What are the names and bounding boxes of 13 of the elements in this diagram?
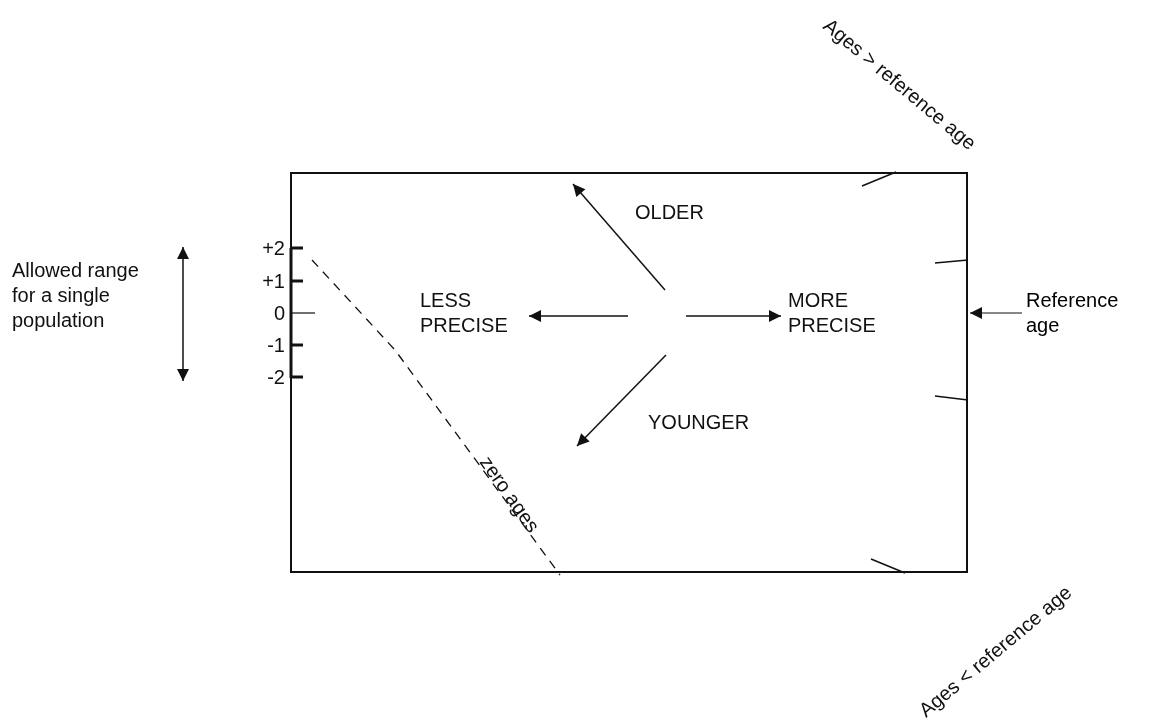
text-label: Allowed range for a single population xyxy=(12,258,140,333)
text-label: -2 xyxy=(266,365,285,389)
arrow xyxy=(969,307,1023,319)
text-label: +2 xyxy=(261,236,285,260)
callout-label: Reference age xyxy=(1026,288,1146,340)
plot-frame xyxy=(290,172,968,573)
text-label: YOUNGER xyxy=(648,410,751,434)
text-label: MORE PRECISE xyxy=(788,288,877,338)
text-label: OLDER xyxy=(635,200,705,224)
text-label: LESS PRECISE xyxy=(420,288,509,338)
text-label: +1 xyxy=(261,269,285,293)
text-label: -1 xyxy=(266,333,285,357)
text-label: 0 xyxy=(272,301,285,325)
